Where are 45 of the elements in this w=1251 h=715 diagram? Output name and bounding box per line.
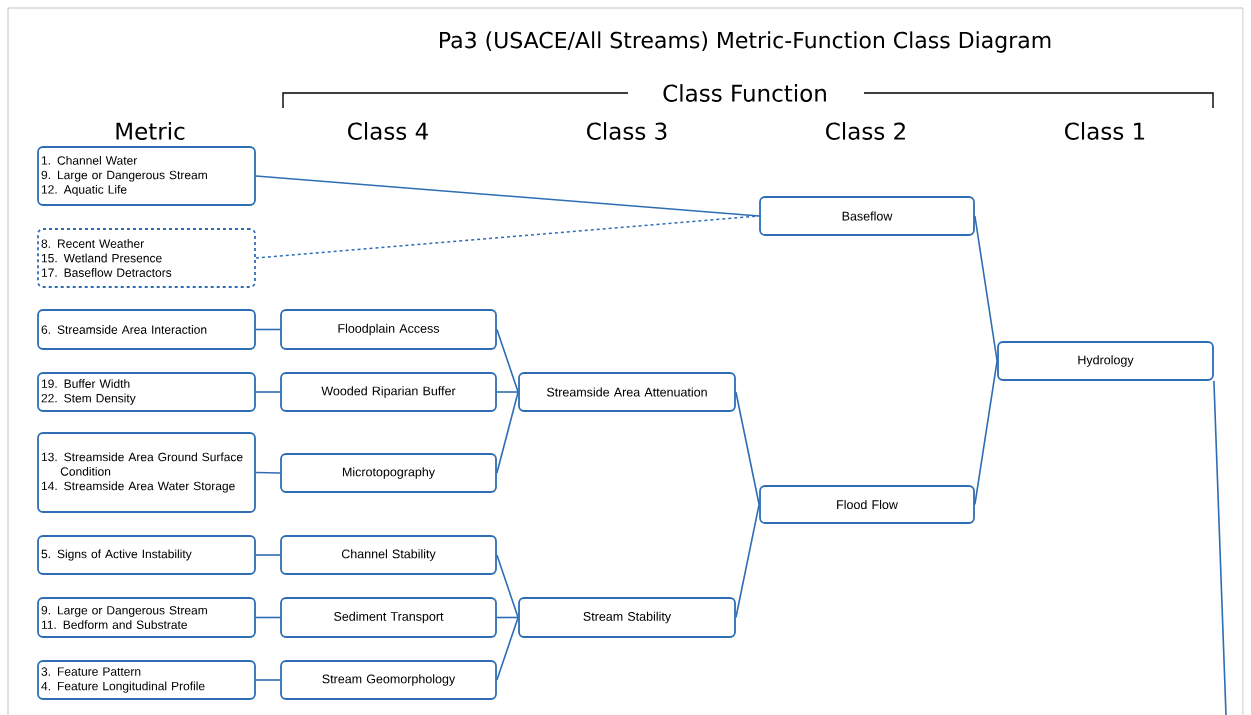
connector-line [255,391,281,393]
connector-line [735,391,760,506]
connector-line [735,503,760,619]
connector-line [255,471,281,474]
connector-line [255,679,281,681]
metric-box: 8. Recent Weather 15. Wetland Presence 17. Baseflow Detractors [37,228,256,288]
connector-line [496,616,519,681]
connector-line [974,360,998,506]
metric-box: 5. Signs of Active Instability [37,535,256,575]
metric-box: 3. Feature Pattern 4. Feature Longitudinal Profile [37,660,256,700]
connector-line [496,391,519,393]
connector-line [255,175,760,217]
metric-box: 19. Buffer Width 22. Stem Density [37,372,256,412]
connector-line [496,554,519,619]
connector-line [974,215,998,362]
connector-line [255,328,281,331]
function-box: Microtopography [280,453,497,493]
function-box: Stream Geomorphology [280,660,497,700]
column-heading: Class 2 [820,118,912,144]
connector-line [255,554,281,556]
connector-line [496,328,519,393]
function-box: Hydrology [997,341,1214,381]
connector-line [255,616,281,619]
bracket-label: Class Function [658,80,832,106]
column-heading: Class 1 [1059,118,1151,144]
title: Pa3 (USACE/All Streams) Metric-Function Class Diagram [440,31,1051,53]
metric-box: 9. Large or Dangerous Stream 11. Bedform and Substrate [37,597,256,638]
connector-line [1213,380,1227,715]
function-box: Flood Flow [759,485,975,524]
connector-line [255,215,760,259]
function-box: Baseflow [759,196,975,236]
function-box: Stream Stability [518,597,736,638]
function-box: Sediment Transport [280,597,497,638]
column-heading: Class 3 [581,118,673,144]
function-box: Floodplain Access [280,309,497,350]
metric-box: 13. Streamside Area Ground Surface Condition 14. Streamside Area Water Storage [37,432,256,513]
function-box: Streamside Area Attenuation [518,372,736,412]
connector-line [496,391,519,474]
column-heading: Metric [110,118,190,144]
metric-box: 1. Channel Water 9. Large or Dangerous Stream 12. Aquatic Life [37,146,256,206]
column-heading: Class 4 [342,118,434,144]
function-box: Channel Stability [280,535,497,575]
function-box: Wooded Riparian Buffer [280,372,497,412]
connector-line [496,616,519,619]
metric-box: 6. Streamside Area Interaction [37,309,256,350]
